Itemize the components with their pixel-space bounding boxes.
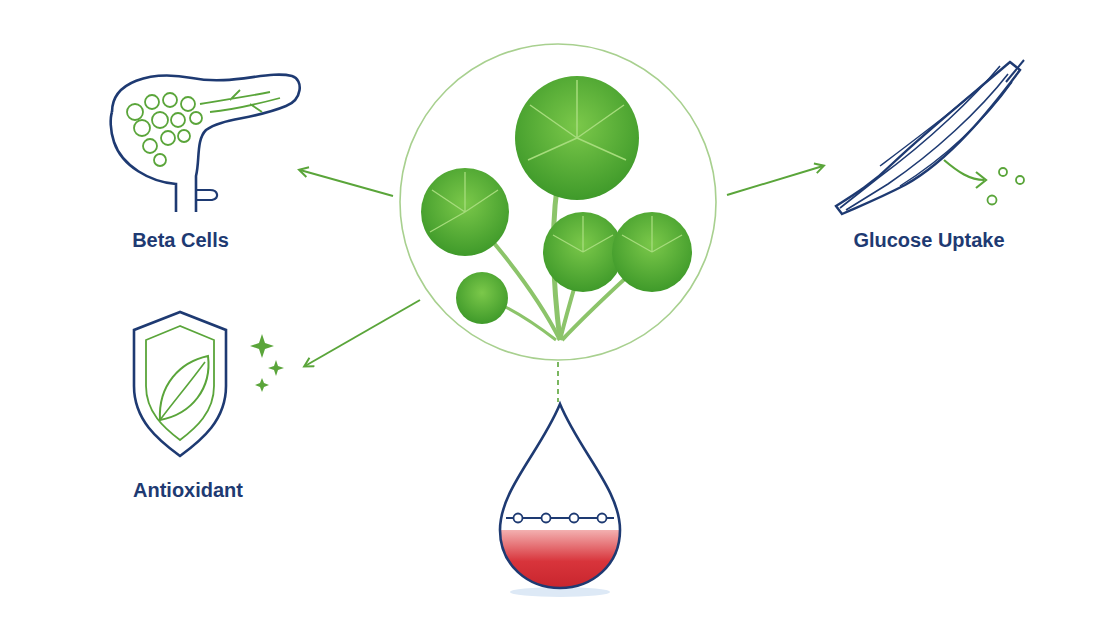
blood-drop (490, 404, 630, 600)
icon-label-node: Beta Cells (127, 226, 234, 254)
shield-icon (134, 312, 284, 456)
node-label: Beta Cells (131, 228, 230, 252)
pancreas-icon (111, 75, 300, 212)
arrow (305, 300, 420, 366)
centella-plant (421, 76, 692, 340)
icon-label-node: Glucose Uptake (848, 226, 1010, 254)
icon-label-node: Antioxidant (128, 476, 248, 504)
arrow (727, 166, 823, 195)
dashed-line (557, 362, 559, 402)
node-label: Glucose Uptake (852, 228, 1006, 252)
plant-circle (400, 44, 716, 360)
arrow (300, 170, 393, 196)
muscle-icon (836, 60, 1024, 214)
node-label: Antioxidant (132, 478, 244, 502)
